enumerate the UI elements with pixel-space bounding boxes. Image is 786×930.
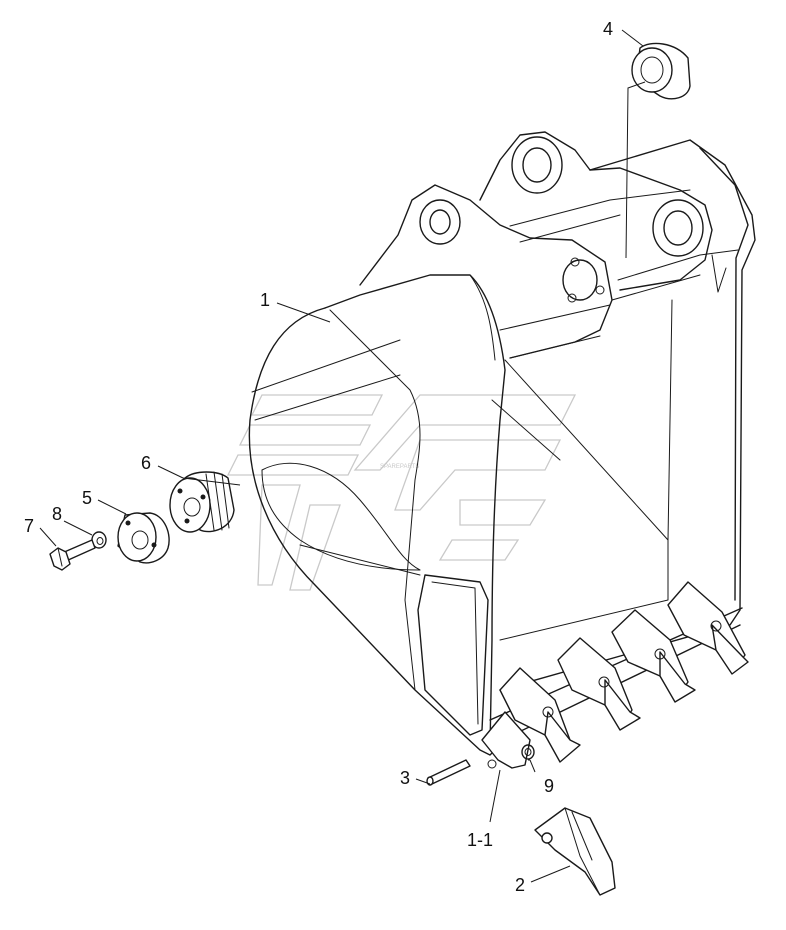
callout-5: 5: [82, 488, 92, 508]
adapter-part-1-1: [481, 711, 531, 769]
callout-1-1: 1-1: [467, 830, 493, 850]
callout-8: 8: [52, 504, 62, 524]
callout-4: 4: [603, 19, 613, 39]
callout-1: 1: [260, 290, 270, 310]
bolt-part-7: [49, 539, 96, 571]
callout-labels: 1 4 6 5 8 7 3 9 1-1 2: [24, 19, 613, 895]
tooth-part-2: [534, 807, 616, 896]
callout-9: 9: [544, 776, 554, 796]
callout-2: 2: [515, 875, 525, 895]
retainer-washer-part-9: [521, 744, 535, 760]
watermark-logo: SPAREPARTS: [226, 394, 577, 591]
boss-part-6: [169, 471, 235, 533]
callout-6: 6: [141, 453, 151, 473]
bushing-part-4: [631, 42, 691, 100]
callout-7: 7: [24, 516, 34, 536]
flange-part-5: [117, 512, 170, 564]
svg-text:SPAREPARTS: SPAREPARTS: [380, 464, 419, 470]
bucket-body: [248, 131, 756, 763]
callout-3: 3: [400, 768, 410, 788]
leader-lines: [39, 29, 646, 883]
pin-part-3: [426, 759, 471, 786]
